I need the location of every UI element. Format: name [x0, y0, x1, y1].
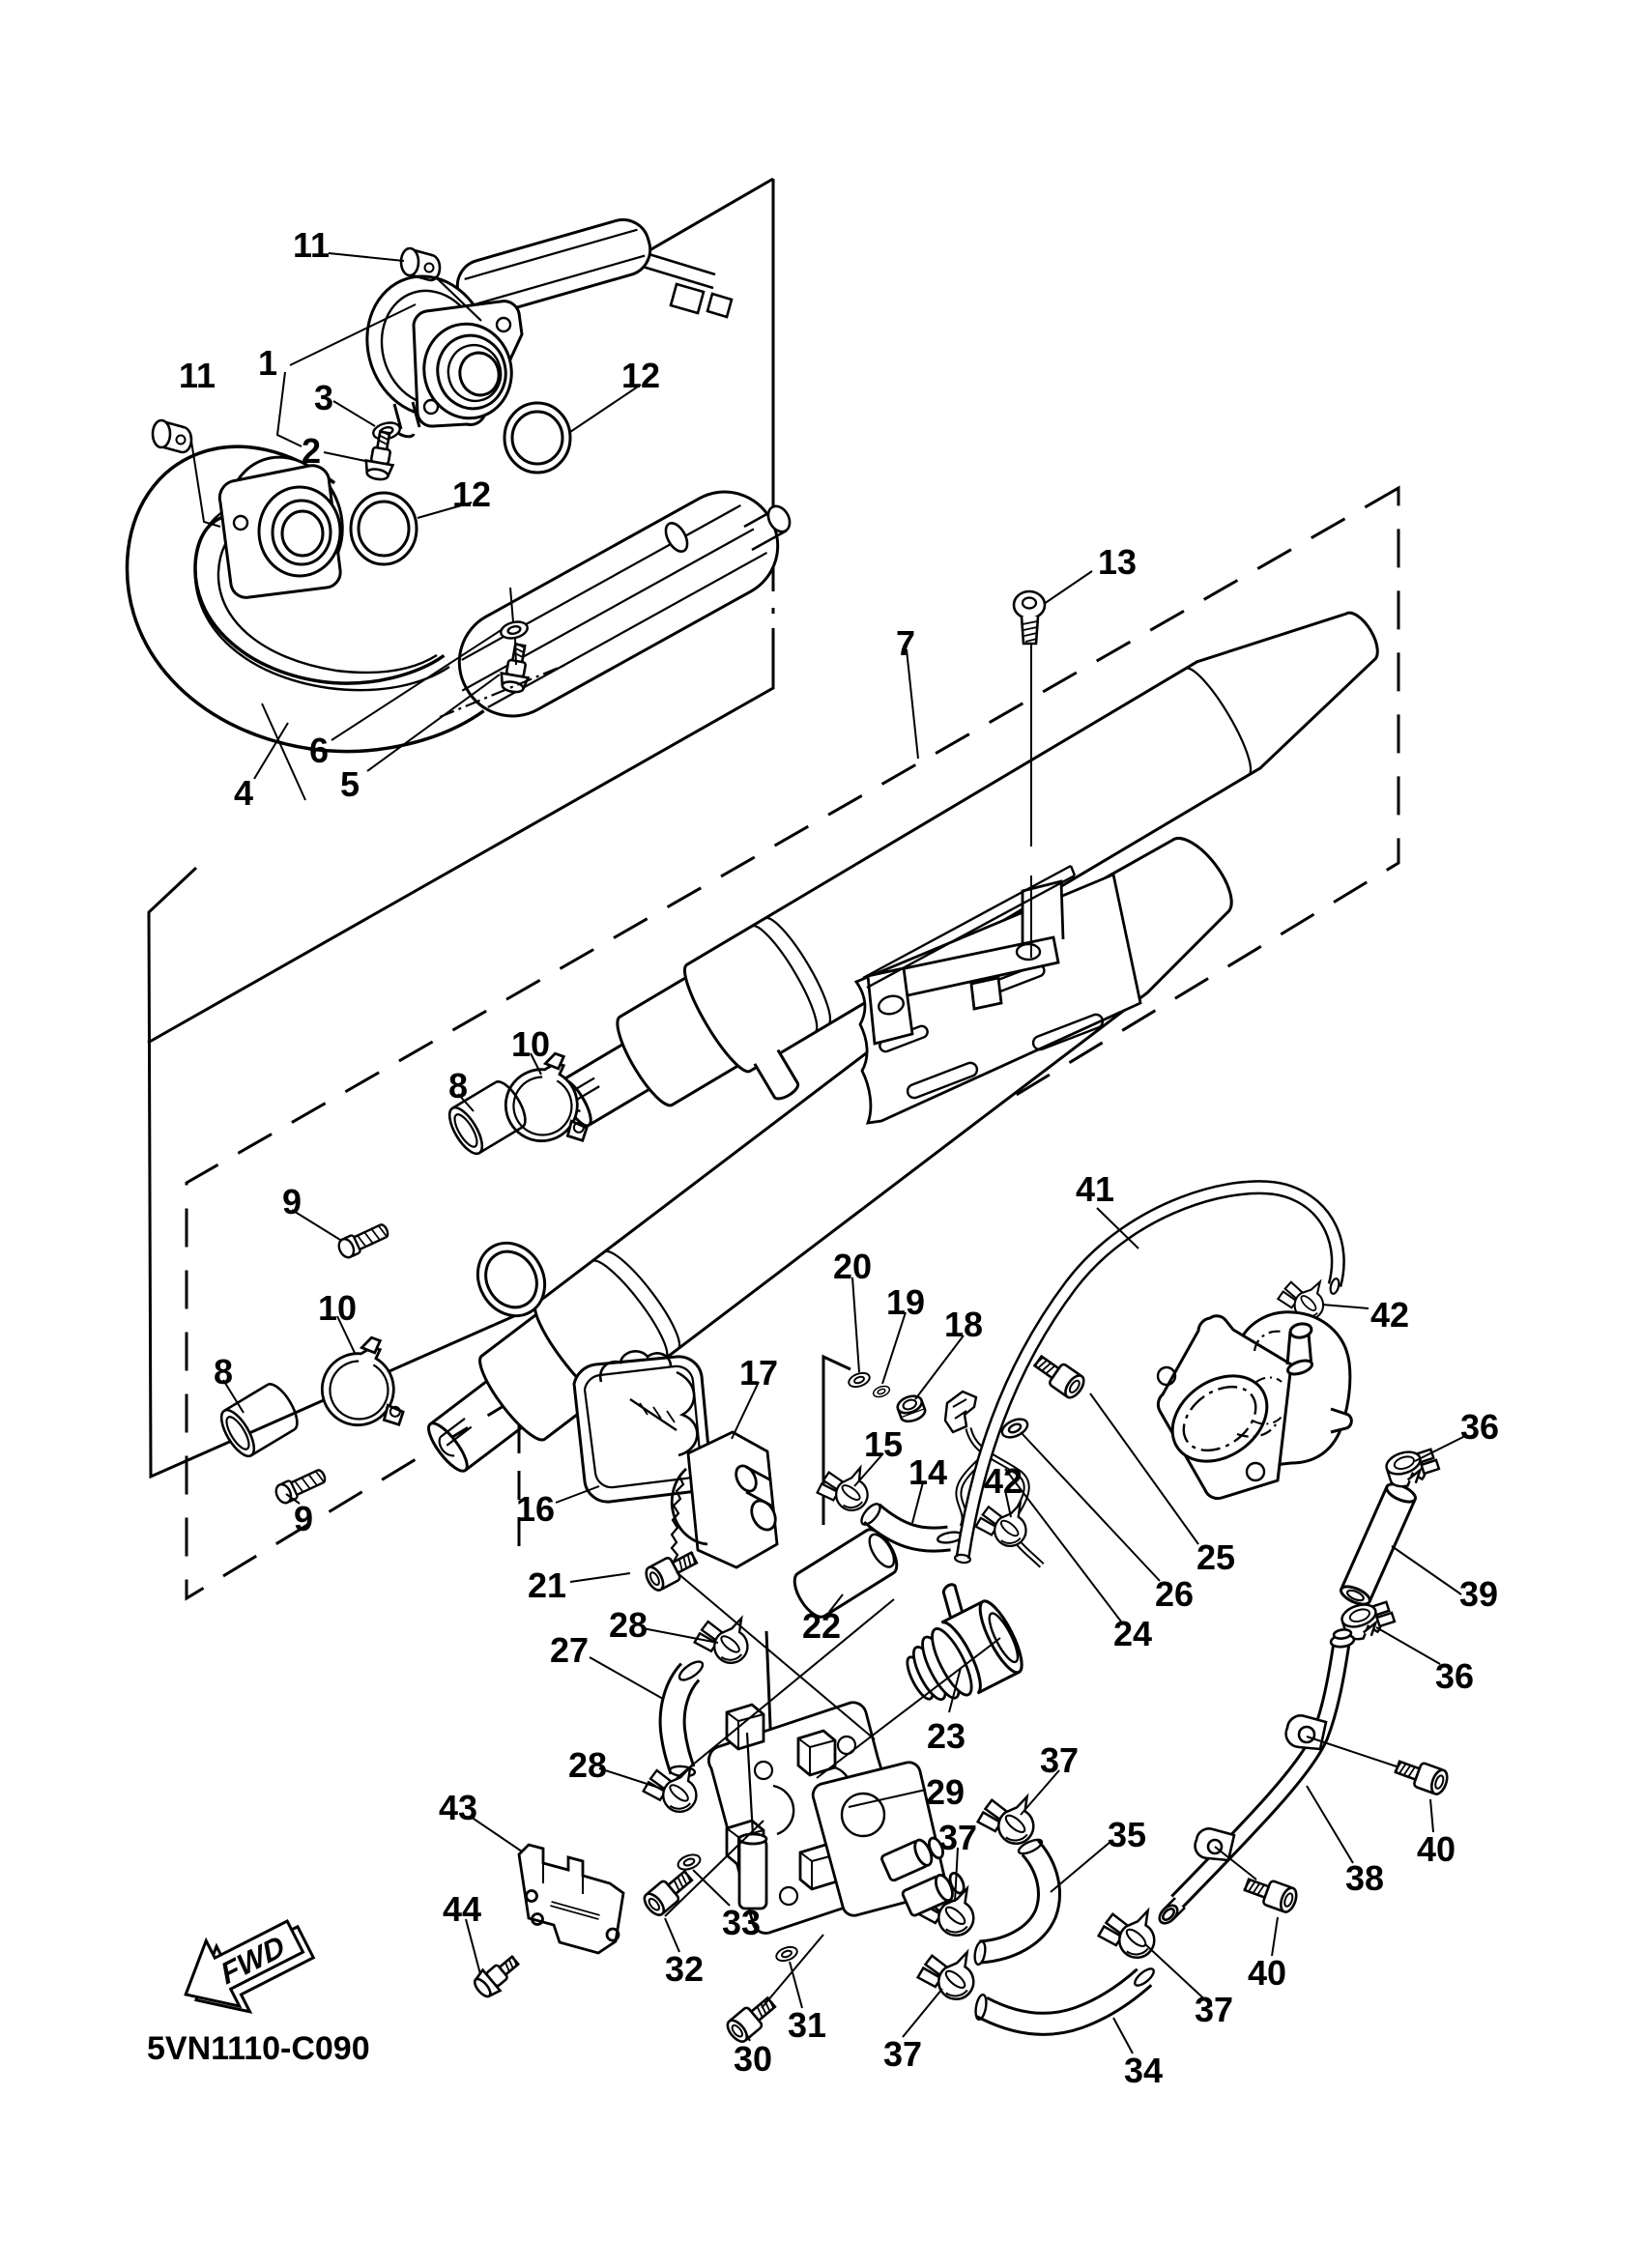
svg-text:18: 18 [944, 1305, 983, 1344]
svg-text:28: 28 [568, 1745, 607, 1785]
svg-text:36: 36 [1460, 1407, 1499, 1447]
svg-text:10: 10 [318, 1288, 357, 1328]
svg-text:3: 3 [314, 378, 333, 417]
svg-text:42: 42 [984, 1461, 1023, 1501]
svg-text:36: 36 [1435, 1656, 1474, 1696]
svg-text:21: 21 [528, 1565, 566, 1605]
svg-text:40: 40 [1417, 1829, 1456, 1869]
svg-text:44: 44 [443, 1889, 481, 1929]
svg-text:4: 4 [234, 773, 253, 813]
svg-text:8: 8 [214, 1352, 233, 1392]
svg-text:17: 17 [739, 1353, 778, 1392]
svg-text:26: 26 [1155, 1574, 1194, 1614]
svg-text:25: 25 [1196, 1537, 1235, 1577]
svg-text:37: 37 [883, 2034, 922, 2074]
svg-text:5VN1110-C090: 5VN1110-C090 [147, 2030, 370, 2067]
svg-text:37: 37 [1195, 1990, 1233, 2029]
svg-text:42: 42 [1370, 1295, 1409, 1335]
svg-text:39: 39 [1459, 1574, 1498, 1614]
svg-text:9: 9 [294, 1499, 313, 1538]
svg-text:34: 34 [1124, 2051, 1163, 2090]
svg-text:29: 29 [926, 1772, 965, 1812]
svg-text:41: 41 [1076, 1169, 1114, 1209]
svg-text:9: 9 [282, 1182, 302, 1221]
svg-text:15: 15 [864, 1424, 903, 1464]
svg-text:33: 33 [722, 1903, 761, 1942]
svg-text:27: 27 [550, 1630, 589, 1670]
svg-text:19: 19 [886, 1282, 925, 1322]
svg-text:37: 37 [938, 1818, 977, 1857]
svg-text:10: 10 [511, 1024, 550, 1064]
svg-text:13: 13 [1098, 542, 1137, 582]
svg-text:2: 2 [302, 431, 321, 471]
svg-text:7: 7 [896, 623, 915, 663]
svg-text:35: 35 [1108, 1815, 1146, 1854]
svg-text:11: 11 [293, 225, 330, 265]
svg-text:8: 8 [448, 1066, 468, 1105]
svg-text:31: 31 [788, 2005, 826, 2045]
svg-text:20: 20 [833, 1247, 872, 1286]
svg-text:5: 5 [340, 764, 360, 804]
svg-text:12: 12 [621, 356, 660, 395]
svg-text:40: 40 [1248, 1953, 1286, 1993]
svg-text:30: 30 [734, 2039, 772, 2079]
svg-text:1: 1 [258, 343, 277, 383]
svg-text:38: 38 [1345, 1858, 1384, 1898]
svg-text:43: 43 [439, 1788, 477, 1827]
svg-text:37: 37 [1040, 1740, 1079, 1780]
svg-text:24: 24 [1113, 1614, 1152, 1653]
svg-text:14: 14 [908, 1452, 947, 1492]
svg-text:12: 12 [452, 474, 491, 514]
svg-text:28: 28 [609, 1605, 648, 1645]
svg-text:22: 22 [802, 1606, 841, 1646]
svg-text:6: 6 [309, 731, 329, 770]
svg-text:16: 16 [516, 1489, 555, 1529]
svg-text:11: 11 [179, 356, 216, 395]
svg-text:23: 23 [927, 1716, 966, 1756]
svg-text:32: 32 [665, 1949, 704, 1989]
